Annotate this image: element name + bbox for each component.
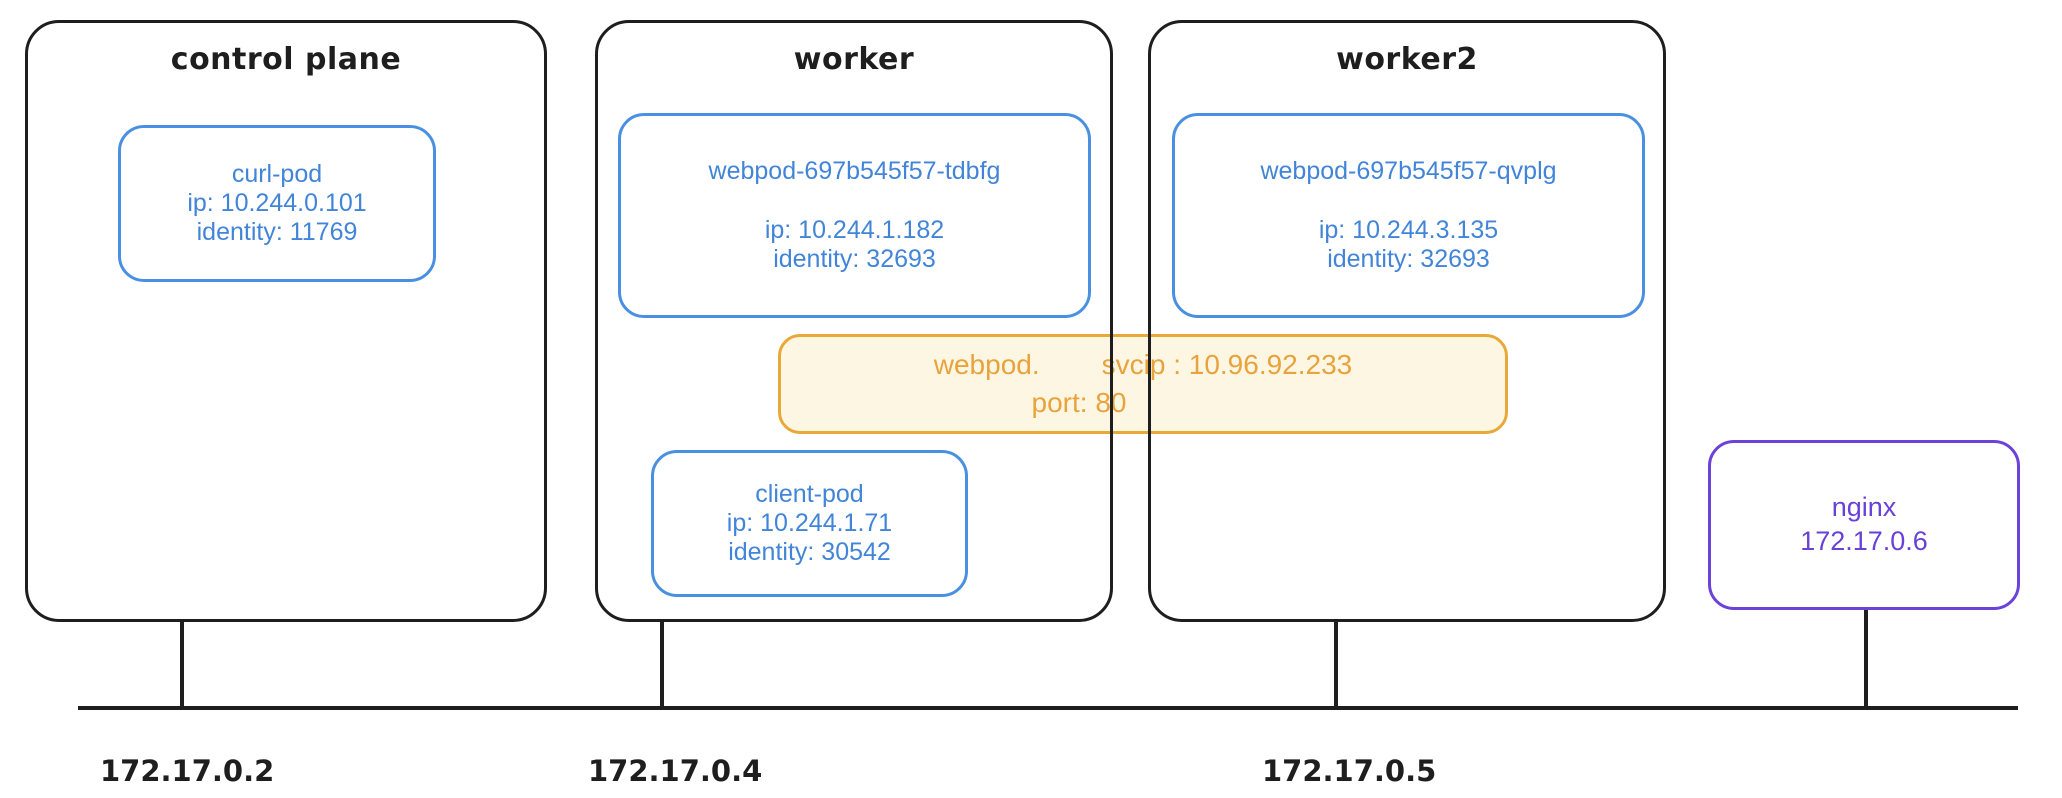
external-name-nginx: nginx: [1831, 492, 1897, 523]
pod-identity-webpod-tdbfg: identity: 32693: [773, 244, 936, 273]
pod-name-webpod-tdbfg: webpod-697b545f57-tdbfg: [708, 157, 1001, 186]
node-title-control-plane: control plane: [170, 42, 402, 77]
pod-name-curl-pod: curl-pod: [231, 160, 323, 189]
pod-name-webpod-qvplg: webpod-697b545f57-qvplg: [1260, 157, 1557, 186]
stem-control-plane: [180, 622, 184, 708]
pod-identity-client-pod: identity: 30542: [728, 537, 891, 566]
node-worker[interactable]: [595, 20, 1113, 622]
service-svcip-label: svcip : 10.96.92.233: [1101, 349, 1353, 381]
bus-label-worker2: 172.17.0.5: [1262, 754, 1437, 788]
node-title-worker2: worker2: [1336, 42, 1478, 77]
external-ip-nginx: 172.17.0.6: [1800, 526, 1928, 556]
service-name-label: webpod.: [933, 349, 1040, 381]
pod-ip-webpod-tdbfg: ip: 10.244.1.182: [764, 216, 945, 245]
node-title-worker: worker: [793, 42, 915, 77]
node-worker2[interactable]: [1148, 20, 1666, 622]
stem-worker: [660, 622, 664, 708]
stem-nginx: [1864, 610, 1868, 708]
pod-curl-pod[interactable]: curl-pod ip: 10.244.0.101 identity: 1176…: [118, 125, 436, 282]
pod-client-pod[interactable]: client-pod ip: 10.244.1.71 identity: 305…: [651, 450, 968, 597]
pod-identity-webpod-qvplg: identity: 32693: [1327, 244, 1490, 273]
external-nginx[interactable]: nginx 172.17.0.6: [1708, 440, 2020, 610]
bus-label-control-plane: 172.17.0.2: [100, 754, 275, 788]
pod-ip-client-pod: ip: 10.244.1.71: [726, 509, 893, 538]
pod-name-client-pod: client-pod: [755, 480, 864, 509]
pod-identity-curl-pod: identity: 11769: [196, 217, 358, 246]
pod-webpod-qvplg[interactable]: webpod-697b545f57-qvplg ip: 10.244.3.135…: [1172, 113, 1645, 318]
pod-ip-curl-pod: ip: 10.244.0.101: [187, 189, 367, 218]
bus-label-worker: 172.17.0.4: [588, 754, 763, 788]
node-control-plane[interactable]: [25, 20, 547, 622]
network-bus-line: [78, 706, 2018, 710]
stem-worker2: [1334, 622, 1338, 708]
pod-webpod-tdbfg[interactable]: webpod-697b545f57-tdbfg ip: 10.244.1.182…: [618, 113, 1091, 318]
pod-ip-webpod-qvplg: ip: 10.244.3.135: [1318, 216, 1499, 245]
service-line-1: webpod. svcip : 10.96.92.233: [934, 346, 1353, 384]
